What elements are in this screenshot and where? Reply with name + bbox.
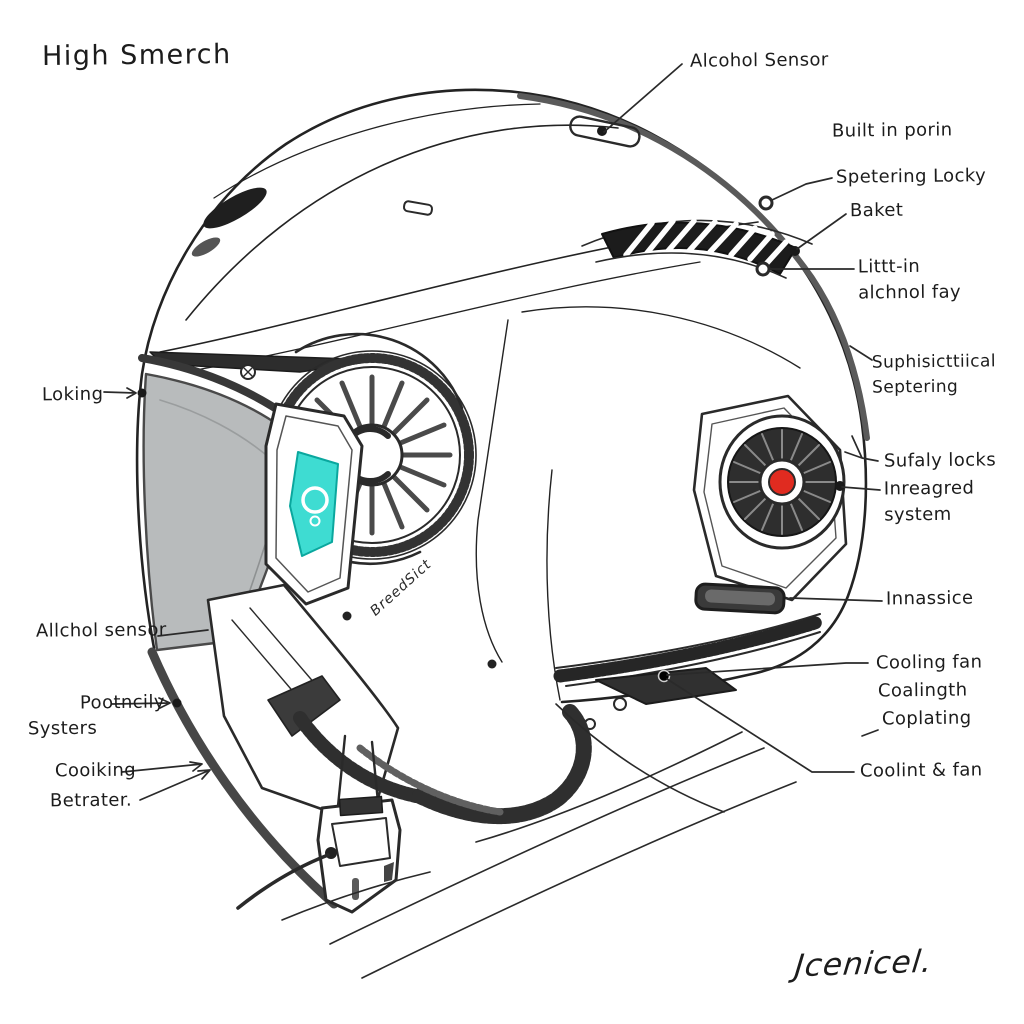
label-cooling-fan: Cooling fan (875, 651, 983, 674)
label-littt-in-line1: Littt-in (857, 255, 921, 278)
label-alcohol-sensor: Alcohol Sensor (689, 49, 829, 72)
top-left-vent-slots (191, 187, 267, 257)
label-innassice: Innassice (885, 587, 974, 610)
label-pootncily: Pootncily (79, 691, 165, 714)
label-built-in-porin: Built in porin (831, 119, 953, 142)
top-right-slat-vent (581, 218, 813, 279)
cyan-screen (289, 451, 339, 557)
label-baket: Baket (849, 199, 904, 222)
leader-lines (103, 63, 883, 801)
label-coplating: Coplating (881, 707, 972, 730)
chin-strip (595, 667, 737, 705)
screen-ring-emblem (301, 486, 329, 514)
label-coolint-fan: Coolint & fan (859, 759, 983, 782)
label-inreagred-line1: Inreagred (883, 477, 975, 500)
label-loking: Loking (41, 383, 104, 406)
label-suphisicttiical: Suphisicttiical Septering (872, 349, 997, 400)
label-littt-in: Littt-in alchnol fay (858, 253, 961, 306)
label-sufaly-locks: Sufaly locks (883, 449, 997, 472)
page-title: High Smerch (41, 39, 232, 72)
breath-module (236, 734, 402, 914)
chin-guard (147, 583, 592, 909)
bottom-trim (553, 613, 825, 730)
label-coalingth: Coalingth (877, 679, 968, 702)
label-inreagred-line2: system (884, 503, 952, 526)
label-suphisicttiical-line2: Septering (872, 376, 959, 398)
label-spetering-locky: Spetering Locky (835, 165, 987, 188)
alcohol-sensor-slot (569, 115, 641, 148)
label-littt-in-line2: alchnol fay (858, 281, 962, 304)
label-betrater: Betrater. (49, 789, 133, 812)
rear-fan-panel (692, 394, 848, 602)
neck-sweep-lines (281, 703, 797, 979)
rear-slot-vent (694, 582, 786, 615)
artist-signature: Jcenicel. (792, 943, 935, 985)
cyan-display-module (264, 402, 364, 606)
label-cooiking: Cooiking (54, 759, 137, 782)
label-systers: Systers (27, 717, 98, 740)
fan-red-center (768, 468, 796, 496)
label-suphisicttiical-line1: Suphisicttiical (871, 351, 997, 373)
label-inreagred-system: Inreagred system (884, 476, 975, 529)
label-allchol-sensor: Allchol sensor (35, 619, 167, 642)
